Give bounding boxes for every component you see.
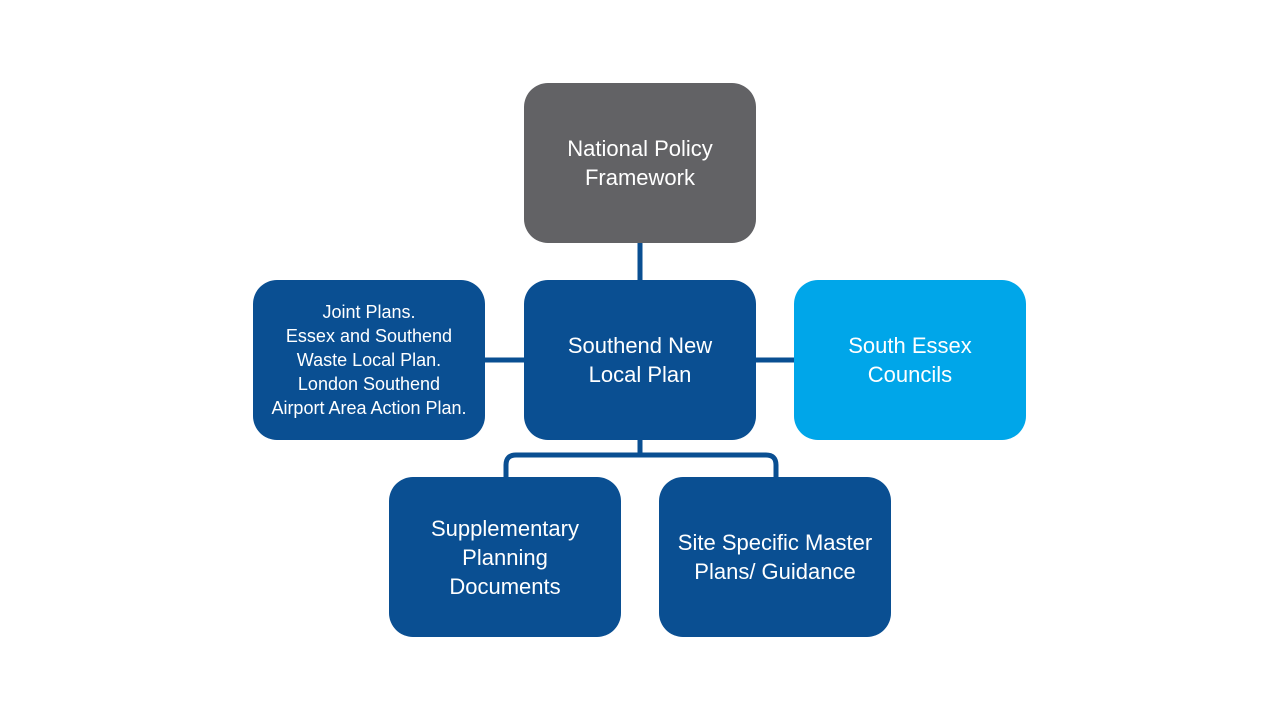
southend-new-local-plan-box: Southend New Local Plan: [524, 280, 756, 440]
connector-southend-to-children: [503, 439, 779, 478]
site-specific-master-plans-label: Site Specific Master Plans/ Guidance: [677, 530, 873, 584]
south-essex-councils-label: South Essex Councils: [848, 333, 972, 387]
south-essex-councils-box: South Essex Councils: [794, 280, 1026, 440]
national-policy-framework-label: National Policy Framework: [567, 136, 713, 190]
site-specific-master-plans-box: Site Specific Master Plans/ Guidance: [659, 477, 891, 637]
southend-new-local-plan-label: Southend New Local Plan: [567, 333, 713, 387]
supplementary-planning-documents-label: Supplementary Planning Documents: [431, 515, 579, 599]
national-policy-framework-box: National Policy Framework: [524, 83, 756, 243]
supplementary-planning-documents-box: Supplementary Planning Documents: [389, 477, 621, 637]
joint-plans-box: Joint Plans. Essex and Southend Waste Lo…: [253, 280, 485, 440]
joint-plans-label: Joint Plans. Essex and Southend Waste Lo…: [271, 302, 467, 418]
